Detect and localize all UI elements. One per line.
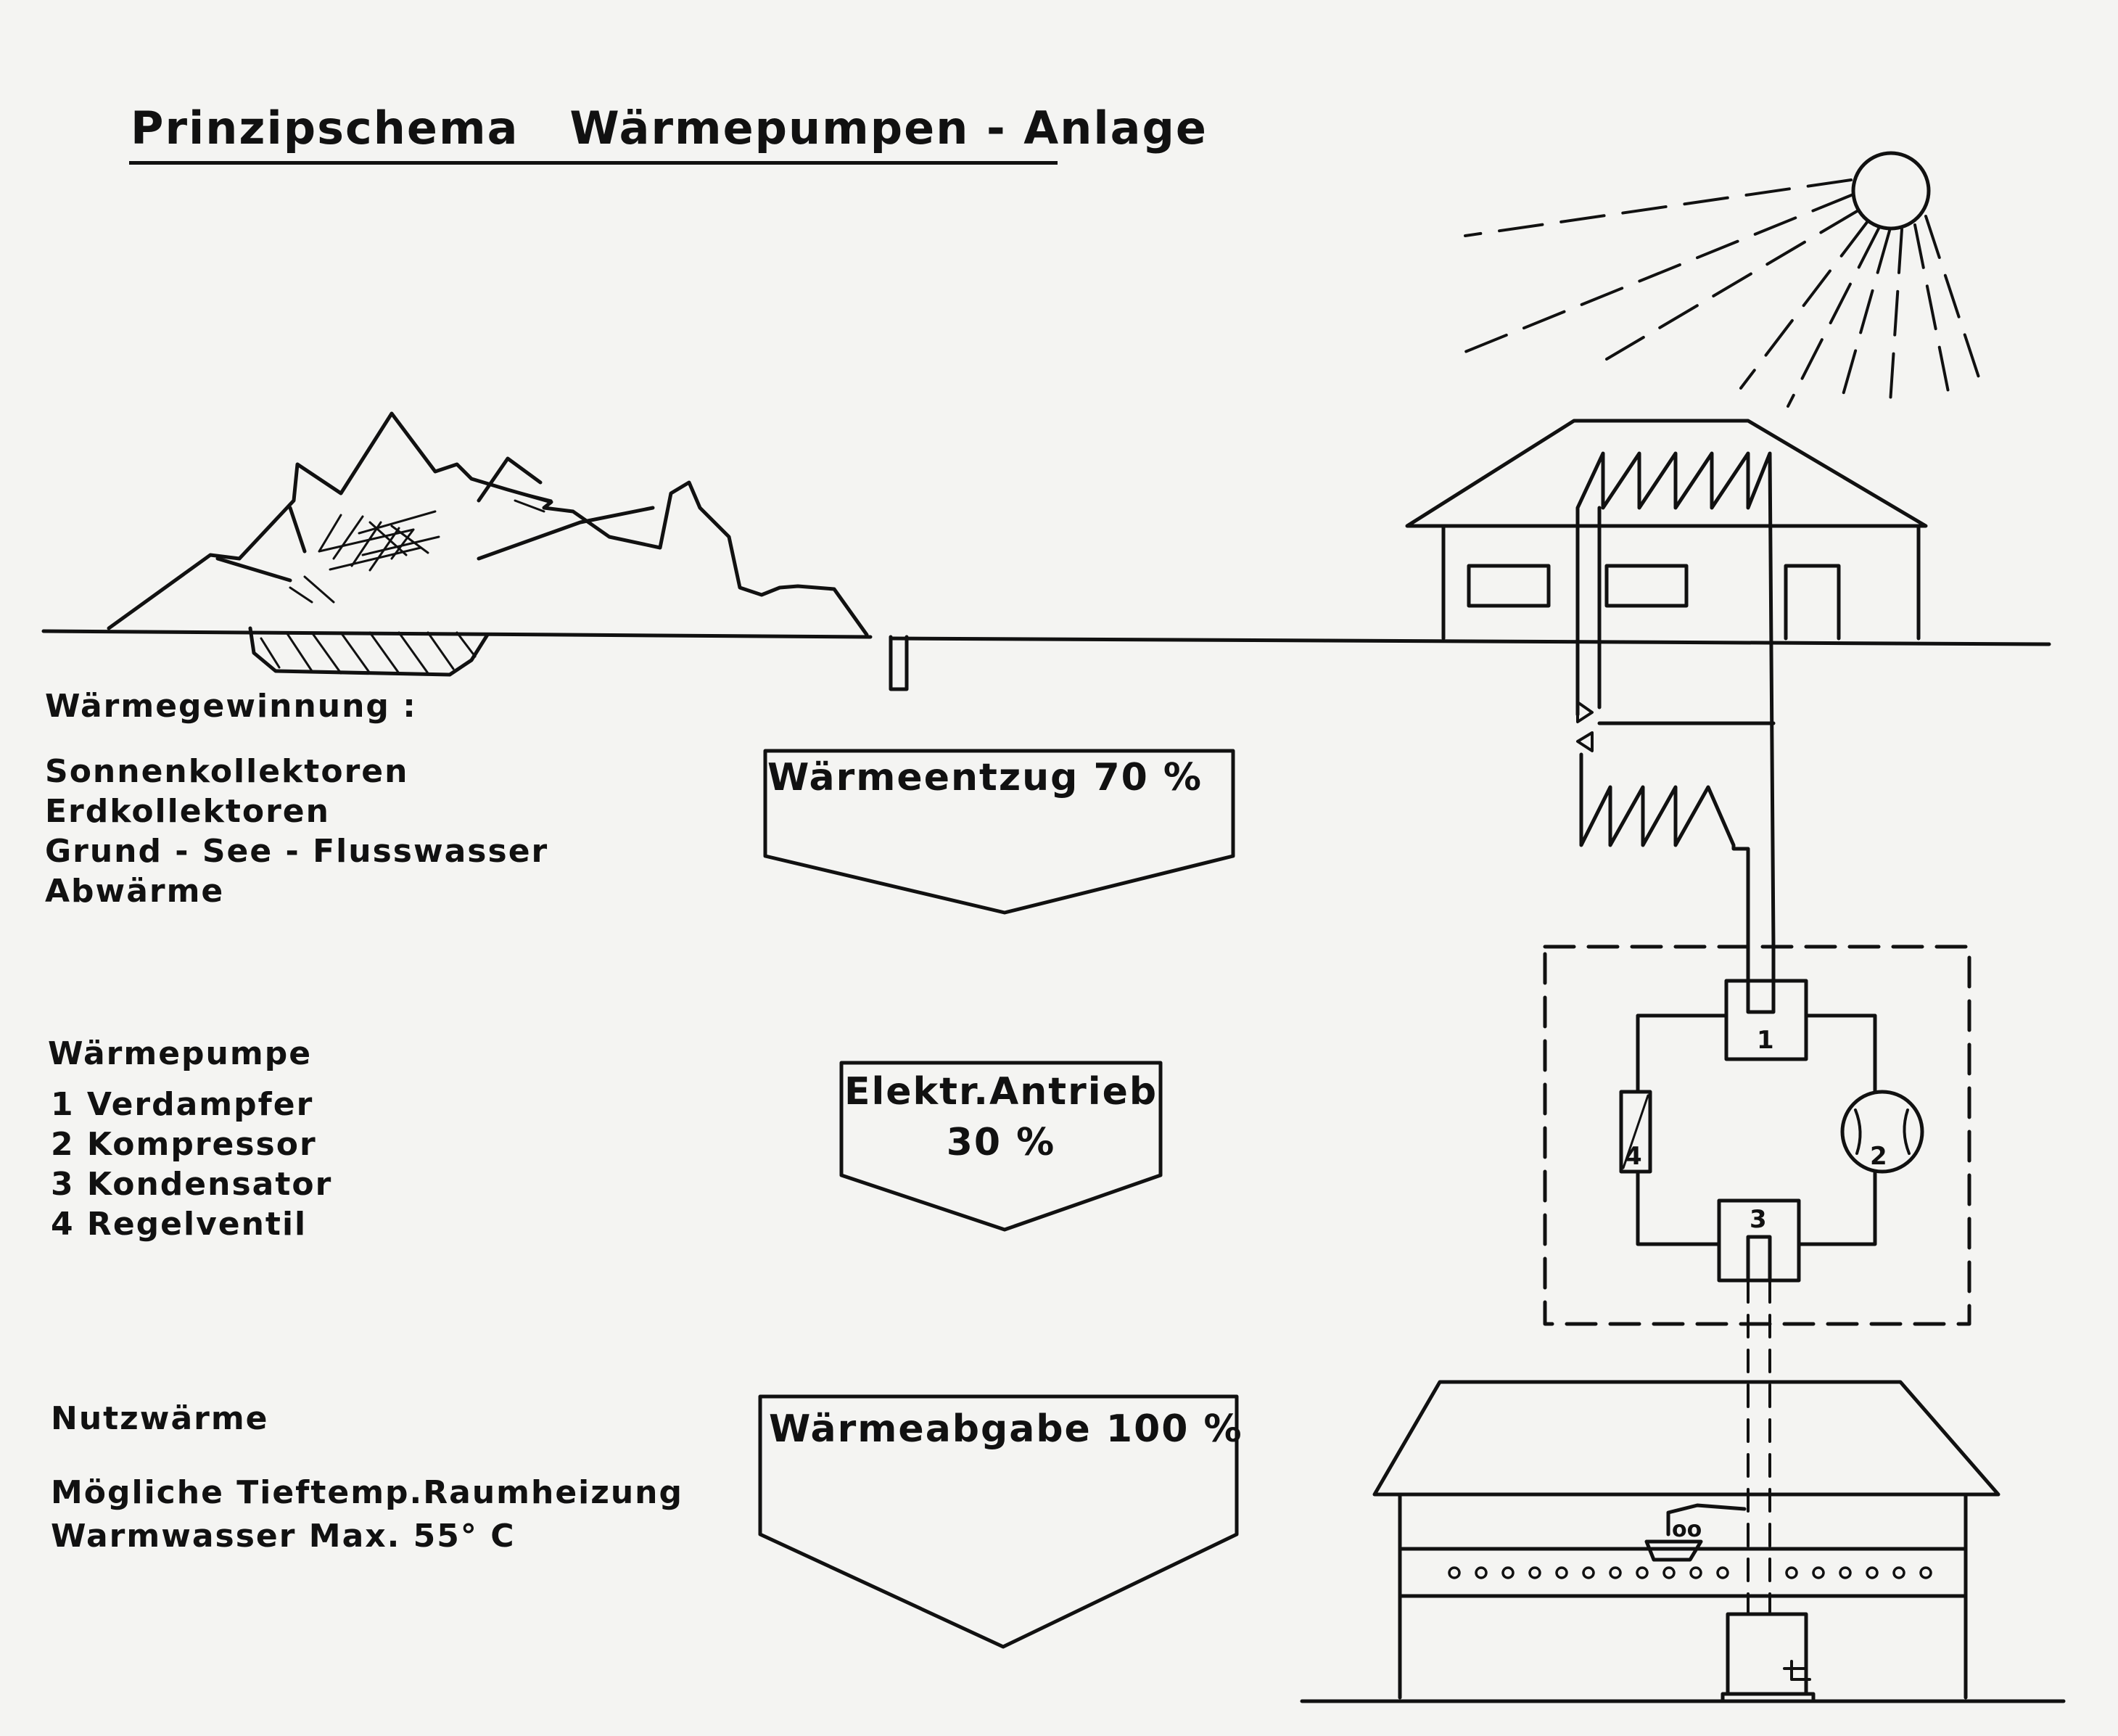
label-c3: 3: [1750, 1205, 1767, 1234]
title-part-2: Wärmepumpen - Anlage: [569, 102, 1208, 155]
hot-water-tank: [1726, 1612, 1808, 1696]
component-1-verdampfer: [1724, 979, 1808, 1061]
ground-collector-zigzag: [1579, 752, 1750, 985]
component-3-kondensator: [1717, 1198, 1801, 1283]
mountain-hatching: [289, 488, 553, 604]
label-antrieb-percent: 30 %: [946, 1121, 1056, 1164]
box-elektr-antrieb: [839, 1061, 1163, 1232]
label-boiler: oo: [1672, 1517, 1702, 1542]
item-kompressor: 2 Kompressor: [51, 1126, 317, 1163]
item-warmwasser: Warmwasser Max. 55° C: [51, 1518, 516, 1555]
item-wasser: Grund - See - Flusswasser: [45, 833, 549, 870]
diagram-title: Prinzipschema Wärmepumpen - Anlage: [131, 102, 1208, 155]
label-c4: 4: [1625, 1142, 1642, 1171]
item-verdampfer: 1 Verdampfer: [51, 1086, 314, 1123]
item-raumheizung: Mögliche Tieftemp.Raumheizung: [51, 1474, 683, 1511]
label-c2: 2: [1870, 1142, 1887, 1171]
sun-icon: [1851, 151, 1931, 231]
item-kondensator: 3 Kondensator: [51, 1166, 333, 1203]
item-sonnenkollektoren: Sonnenkollektoren: [45, 753, 409, 790]
heading-waermepumpe: Wärmepumpe: [48, 1035, 313, 1072]
item-erdkollektoren: Erdkollektoren: [45, 793, 330, 830]
mixing-valve-icon: [1576, 701, 1594, 752]
heatpump-circuit: [1619, 979, 1924, 1283]
top-house: [1405, 419, 1928, 641]
title-part-1: Prinzipschema: [131, 102, 519, 155]
box-waermeentzug: [763, 749, 1235, 915]
heatpump-enclosure: [1543, 945, 1971, 1326]
mountains: [107, 411, 869, 637]
heading-nutzwaerme: Nutzwärme: [51, 1400, 269, 1437]
item-regelventil: 4 Regelventil: [51, 1206, 308, 1243]
label-waermeentzug: Wärmeentzug 70 %: [767, 756, 1203, 799]
item-abwaerme: Abwärme: [45, 873, 225, 910]
box-waermeabgabe: [758, 1394, 1239, 1649]
heating-pipes: [1747, 1279, 1771, 1616]
ground-probe: [889, 635, 909, 691]
solar-collector: [1575, 451, 1776, 949]
component-4-regelventil: [1619, 1090, 1652, 1174]
bottom-house: [1300, 1380, 2066, 1703]
floor-heating-coils: [1448, 1566, 1932, 1579]
title-underline: [129, 161, 1058, 165]
label-elektr-antrieb: Elektr.Antrieb: [844, 1070, 1158, 1114]
sun-rays: [1464, 178, 1980, 415]
component-2-kompressor: [1840, 1090, 1924, 1174]
label-waermeabgabe: Wärmeabgabe 100 %: [769, 1407, 1243, 1451]
boiler-icon: [1644, 1503, 1747, 1562]
label-c1: 1: [1757, 1026, 1774, 1055]
heading-waermegewinnung: Wärmegewinnung :: [45, 688, 417, 725]
